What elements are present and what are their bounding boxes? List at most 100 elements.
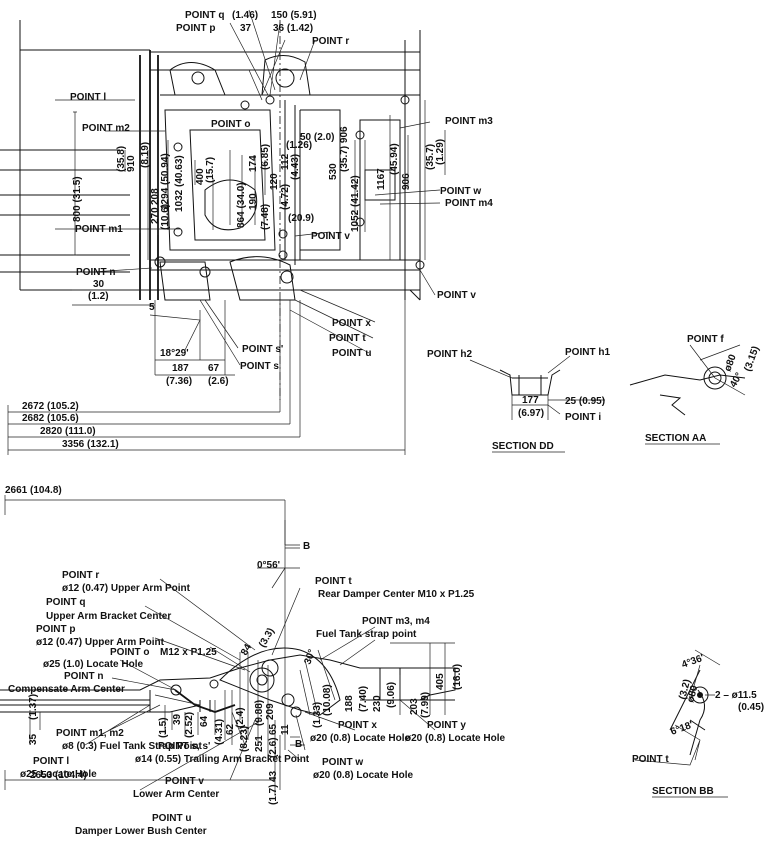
- callout-point-w: POINT w: [322, 757, 363, 768]
- label-point-s-prime: POINT s': [242, 344, 283, 355]
- side-view-labels: 2661 (104.8) B 0°56' (3.3) 84 30° (16.0)…: [5, 485, 505, 837]
- dim-405: 405: [435, 673, 446, 690]
- callout-point-y: POINT y: [427, 720, 466, 731]
- dim-1294: 1294 (50.94): [160, 153, 171, 210]
- dim-187: 187: [172, 363, 189, 374]
- dim-37: 37: [240, 23, 252, 34]
- dim-251: 251: [254, 735, 265, 752]
- label-point-v-1: POINT v: [311, 231, 350, 242]
- callout-point-w-desc: ø20 (0.8) Locate Hole: [313, 770, 413, 781]
- bb-dia-80: ø80: [685, 684, 700, 704]
- dim-16-0: (16.0): [452, 664, 463, 690]
- label-point-u: POINT u: [332, 348, 371, 359]
- label-point-v-2: POINT v: [437, 290, 476, 301]
- dim-209: 209: [265, 703, 276, 720]
- dim-1032: 1032 (40.63): [174, 155, 185, 212]
- dim-910: 910: [126, 155, 137, 172]
- dim-35: 35: [28, 733, 39, 745]
- dd-point-h2: POINT h2: [427, 349, 472, 360]
- callout-point-t-desc: Rear Damper Center M10 x P1.25: [318, 589, 475, 600]
- angle-30: 30°: [302, 648, 318, 666]
- callout-point-m3-m4-desc: Fuel Tank strap point: [316, 629, 417, 640]
- dim-35-7: (1.29): [435, 139, 446, 165]
- dim-1-5: (1.5): [158, 717, 169, 738]
- dim-150: 150 (5.91): [271, 10, 317, 21]
- dim-10-08: (10.08): [322, 684, 333, 716]
- dim-8-23: (8.23): [239, 726, 250, 752]
- dim-800: 800 (31.5): [72, 176, 83, 222]
- dim-7-40: (7.40): [358, 686, 369, 712]
- dim-3356: 3356 (132.1): [62, 439, 119, 450]
- callout-point-s: POINT s, s': [158, 741, 210, 752]
- dd-point-i: POINT i: [565, 412, 601, 423]
- label-point-l: POINT l: [70, 92, 106, 103]
- bb-point-t: POINT t: [632, 754, 669, 765]
- dim-65: 65: [268, 723, 279, 735]
- top-view-labels: POINT q POINT p POINT r POINT l POINT m2…: [22, 10, 493, 450]
- dim-67: 67: [208, 363, 220, 374]
- dim-188: 188: [344, 695, 355, 712]
- callout-point-m1-m2: POINT m1, m2: [56, 728, 124, 739]
- label-point-m1: POINT m1: [75, 224, 123, 235]
- aa-point-f: POINT f: [687, 334, 724, 345]
- dim-2820: 2820 (111.0): [40, 426, 96, 437]
- dim-4-31: (4.31): [214, 719, 225, 745]
- callout-point-r: POINT r: [62, 570, 99, 581]
- dim-270: 270: [150, 207, 161, 224]
- callout-point-x-desc: ø20 (0.8) Locate Hole: [310, 733, 410, 744]
- dim-35-8: (35.8): [116, 146, 127, 172]
- bb-holes-inch: (0.45): [738, 702, 764, 713]
- dd-dim-25: 25 (0.95): [565, 396, 605, 407]
- dim-64: 64: [199, 715, 210, 727]
- dim-400: 400: [195, 168, 206, 185]
- dim-1-46: (1.46): [232, 10, 258, 21]
- callout-compensate-arm: Compensate Arm Center: [8, 684, 125, 695]
- dim-18-29: 18°29': [160, 348, 189, 359]
- dim-7-36: (7.36): [166, 376, 192, 387]
- bb-angle-6-18: 6°18': [669, 720, 694, 738]
- label-point-m4: POINT m4: [445, 198, 493, 209]
- callout-point-u: POINT u: [152, 813, 191, 824]
- dim-20-9: 530: [328, 163, 339, 180]
- aa-dim-3-15: (3.15): [742, 345, 761, 373]
- dim-6-85: (6.85): [260, 144, 271, 170]
- label-point-q: POINT q: [185, 10, 224, 21]
- dd-dim-177: 177: [522, 395, 539, 406]
- dim-5: 5: [149, 302, 155, 313]
- callout-point-l-desc: ø25 Locate Hole: [20, 769, 97, 780]
- callout-point-q-desc: Upper Arm Bracket Center: [46, 611, 171, 622]
- dim-1-2: (1.2): [88, 291, 109, 302]
- dim-43: 43: [268, 770, 279, 782]
- callout-point-v: POINT v: [165, 776, 204, 787]
- label-point-m3: POINT m3: [445, 116, 493, 127]
- dim-1-37: (1.37): [28, 694, 39, 720]
- dim-1-26: (1.26): [286, 140, 312, 151]
- callout-point-o-desc: M12 x P1.25: [160, 647, 217, 658]
- dd-point-h1: POINT h1: [565, 347, 610, 358]
- dim-2653: 2653 (104.4): [30, 770, 87, 781]
- label-point-r: POINT r: [312, 36, 349, 47]
- label-point-n: POINT n: [76, 267, 115, 278]
- dim-7-99: (7.99): [420, 692, 431, 718]
- dim-120: 120: [269, 173, 280, 190]
- bb-angle-4-36: 4°36': [680, 653, 705, 671]
- bb-holes: 2 – ø11.5: [715, 690, 757, 701]
- bb-dim-3-2: (3.2): [677, 678, 693, 701]
- callout-point-m1-m2-desc: ø8 (0.3) Fuel Tank Strap Point: [62, 741, 203, 752]
- dim-39: 39: [172, 713, 183, 725]
- label-point-s: POINT s: [240, 361, 279, 372]
- dim-9-88: (9.88): [254, 700, 265, 726]
- label-point-m2: POINT m2: [82, 123, 130, 134]
- dim-7-48: (7.48): [260, 204, 271, 230]
- dim-4-43: (4.43): [290, 154, 301, 180]
- dim-30: 30: [93, 279, 105, 290]
- callout-locate-hole-25: ø25 (1.0) Locate Hole: [43, 659, 143, 670]
- side-view-drawing: [0, 495, 456, 795]
- dim-864: 864 (34.0): [236, 182, 247, 228]
- callout-point-p-desc: ø12 (0.47) Upper Arm Point: [36, 637, 165, 648]
- dim-906-a: 1052 (41.42): [350, 175, 361, 232]
- callout-point-p: POINT p: [36, 624, 75, 635]
- dim-174: 174: [248, 155, 259, 172]
- callout-point-v-desc: Lower Arm Center: [133, 789, 219, 800]
